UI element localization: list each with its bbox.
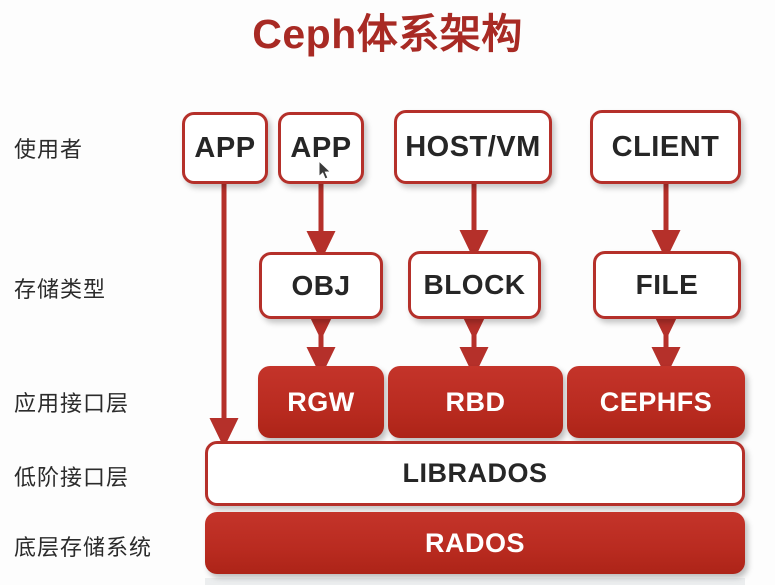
- node-label: RADOS: [424, 527, 525, 558]
- node-rbd[interactable]: RBD: [388, 366, 563, 438]
- node-label: RGW: [287, 386, 355, 417]
- node-label: BLOCK: [423, 269, 526, 300]
- node-label: OBJ: [291, 269, 351, 301]
- row-label-low-api: 低阶接口层: [14, 465, 130, 490]
- node-client[interactable]: CLIENT: [590, 110, 741, 184]
- node-label: LIBRADOS: [402, 458, 548, 488]
- bottom-cutoff-strip: [205, 578, 745, 585]
- node-obj[interactable]: OBJ: [259, 252, 383, 319]
- node-librados[interactable]: LIBRADOS: [205, 441, 745, 506]
- node-file[interactable]: FILE: [593, 251, 741, 319]
- node-host-vm[interactable]: HOST/VM: [394, 110, 552, 184]
- row-label-users: 使用者: [14, 137, 84, 162]
- node-app-2[interactable]: APP: [278, 112, 364, 184]
- node-label: CEPHFS: [599, 386, 713, 417]
- node-cephfs[interactable]: CEPHFS: [567, 366, 745, 438]
- node-label: CLIENT: [611, 130, 720, 163]
- node-rgw[interactable]: RGW: [258, 366, 384, 438]
- node-label: HOST/VM: [405, 130, 541, 163]
- node-label: FILE: [635, 269, 699, 300]
- page-title: Ceph体系架构: [252, 11, 523, 57]
- node-label: APP: [290, 131, 352, 164]
- node-rados[interactable]: RADOS: [205, 512, 745, 574]
- row-label-base-store: 底层存储系统: [14, 535, 153, 560]
- node-label: RBD: [445, 386, 506, 417]
- node-app-1[interactable]: APP: [182, 112, 268, 184]
- node-label: APP: [194, 131, 256, 164]
- node-block[interactable]: BLOCK: [408, 251, 541, 319]
- row-label-app-api: 应用接口层: [14, 391, 130, 416]
- row-label-storage: 存储类型: [14, 277, 107, 302]
